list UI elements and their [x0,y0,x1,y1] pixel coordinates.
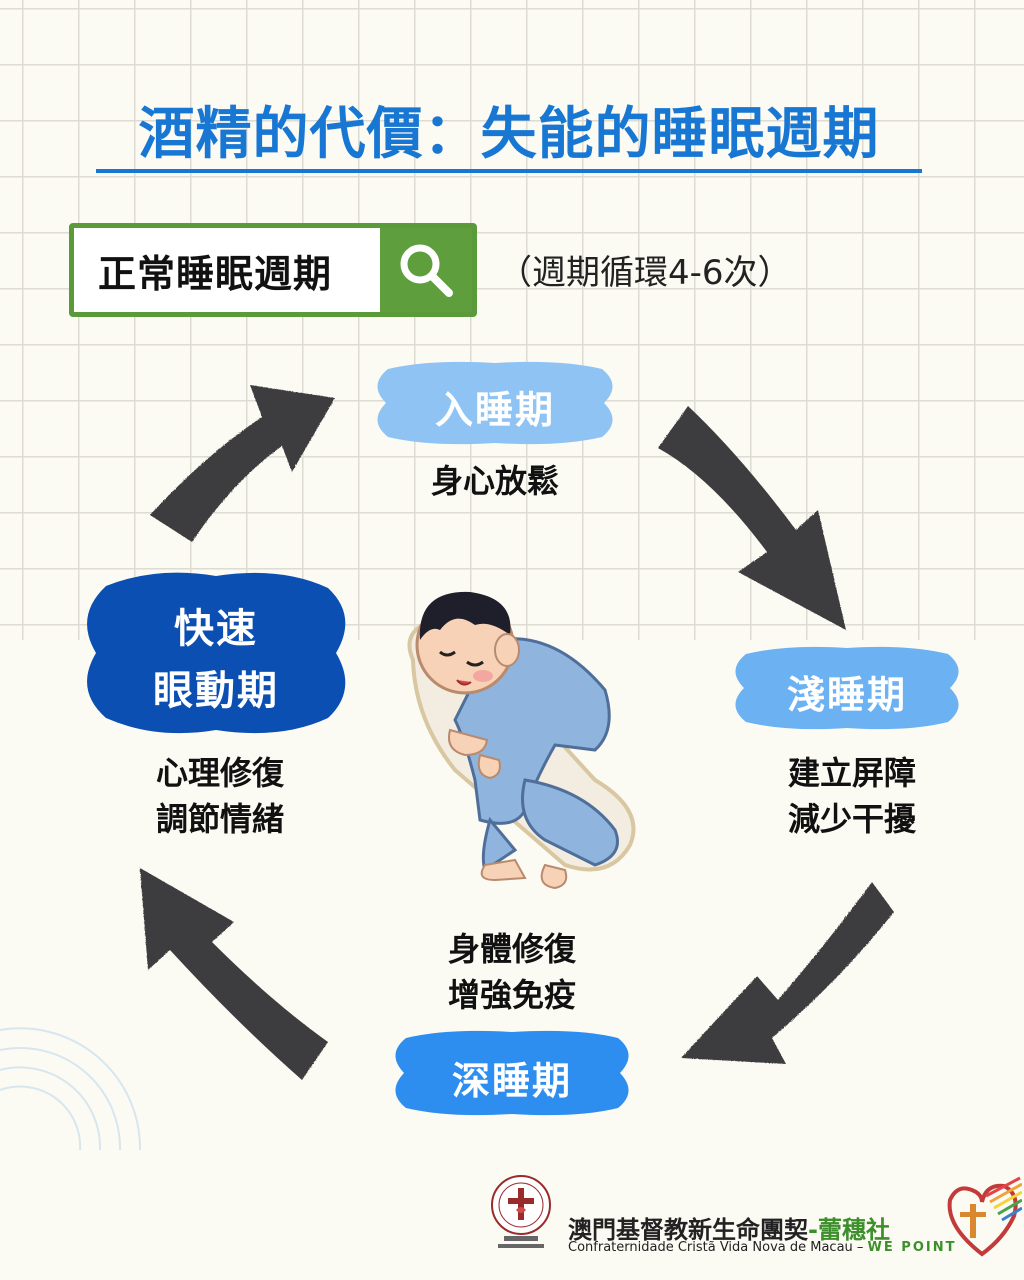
org-name-pt: Confraternidade Cristã Vida Nova de Maca… [568,1240,853,1255]
caption-line: 減少干擾 [787,800,916,838]
footer: 澳門基督教新生命團契-蕾穗社 Confraternidade Cristã Vi… [486,1170,1024,1260]
search-icon [400,244,453,297]
stage-deep-sleep: 深睡期 [388,1026,636,1120]
stage-label: 深睡期 [451,1059,572,1103]
stage-cloud-shape [395,1030,629,1116]
arrow-deep-to-rem [140,868,328,1080]
stage-label-line: 快速 [174,606,258,652]
caption-rem: 心理修復 調節情緒 [120,750,320,842]
search-button[interactable] [380,228,472,312]
stage-cloud-shape [377,361,613,445]
arrow-rem-to-onset [150,385,335,542]
stage-cloud-shape [87,572,346,734]
stage-label: 淺睡期 [786,673,907,717]
org-name-cn: 澳門基督教新生命團契 [568,1216,808,1244]
footer-org-name-pt: Confraternidade Cristã Vida Nova de Maca… [568,1240,957,1255]
brand-name-en: WE POINT [867,1240,957,1255]
stage-label: 入睡期 [434,388,555,432]
search-label: 正常睡眠週期 [98,251,333,296]
stage-label-line: 眼動期 [153,668,279,714]
caption-line: 增強免疫 [447,976,576,1014]
caption-line: 建立屏障 [787,754,916,792]
caption-line: 身心放鬆 [430,462,559,500]
arrow-onset-to-light [658,406,846,630]
grid-background [0,0,1024,640]
caption-line: 心理修復 [155,754,284,792]
we-point-logo [947,1176,1022,1257]
caption-line: 身體修復 [447,930,576,968]
stage-rem: 快速 眼動期 [76,566,356,740]
caption-sleep-onset: 身心放鬆 [395,458,595,504]
brand-name: -蕾穗社 [808,1216,890,1244]
decorative-arches [0,1027,142,1151]
page-title: 酒精的代價：失能的睡眠週期 [138,102,880,167]
title-underline [96,169,922,173]
stage-cloud-shape [735,646,959,730]
sleeping-boy-illustration [407,591,636,890]
org-seal-logo [491,1175,551,1248]
search-bar[interactable]: 正常睡眠週期 [69,223,477,317]
caption-deep-sleep: 身體修復 增強免疫 [412,926,612,1018]
arrow-light-to-deep [681,882,894,1064]
cycle-count-note: （週期循環4-6次） [498,253,792,293]
caption-line: 調節情緒 [155,800,284,838]
stage-sleep-onset: 入睡期 [370,355,620,451]
footer-org-name: 澳門基督教新生命團契-蕾穗社 [568,1210,890,1245]
stage-light-sleep: 淺睡期 [728,642,966,734]
caption-light-sleep: 建立屏障 減少干擾 [752,750,952,842]
